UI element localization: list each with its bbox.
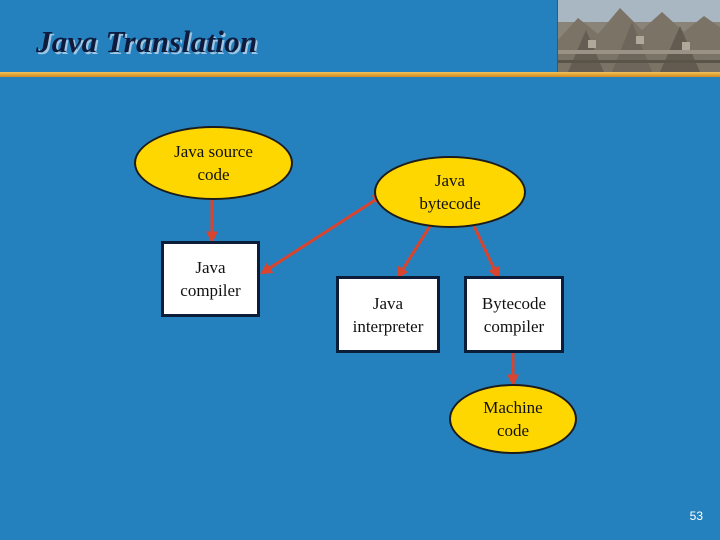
title-underline <box>0 72 720 77</box>
node-label-line2: compiler <box>483 316 545 336</box>
java-bytecode-node: Java bytecode <box>374 156 526 228</box>
node-label-line2: compiler <box>180 281 241 300</box>
java-compiler-node: Java compiler <box>161 241 260 317</box>
arrow-bytecode-to-interpreter <box>396 225 432 280</box>
node-label-line1: Java <box>434 171 466 190</box>
slide-title-shadow: Java Translation <box>38 26 260 61</box>
arrow-bytecode-to-bytecode-compiler <box>472 225 500 280</box>
bytecode-compiler-node: Bytecode compiler <box>464 276 564 353</box>
machine-code-node: Machine code <box>449 384 577 454</box>
slide-title: Java Translation <box>36 24 258 59</box>
node-label-line1: Java <box>195 258 226 277</box>
node-label-line1: Machine <box>483 398 543 417</box>
node-label-line2: code <box>496 421 530 440</box>
node-label-line1: Java source <box>174 142 253 161</box>
node-label-line2: code <box>197 165 230 184</box>
node-label-line1: Bytecode <box>481 293 547 313</box>
node-label-line2: bytecode <box>419 194 481 213</box>
java-source-code-node: Java source code <box>134 126 293 200</box>
temple-photo <box>557 0 720 72</box>
node-label-line1: Java <box>372 293 404 313</box>
java-interpreter-node: Java interpreter <box>336 276 440 353</box>
page-number: 53 <box>689 509 703 523</box>
node-label-line2: interpreter <box>352 316 424 336</box>
arrow-compiler-to-bytecode <box>259 193 386 275</box>
